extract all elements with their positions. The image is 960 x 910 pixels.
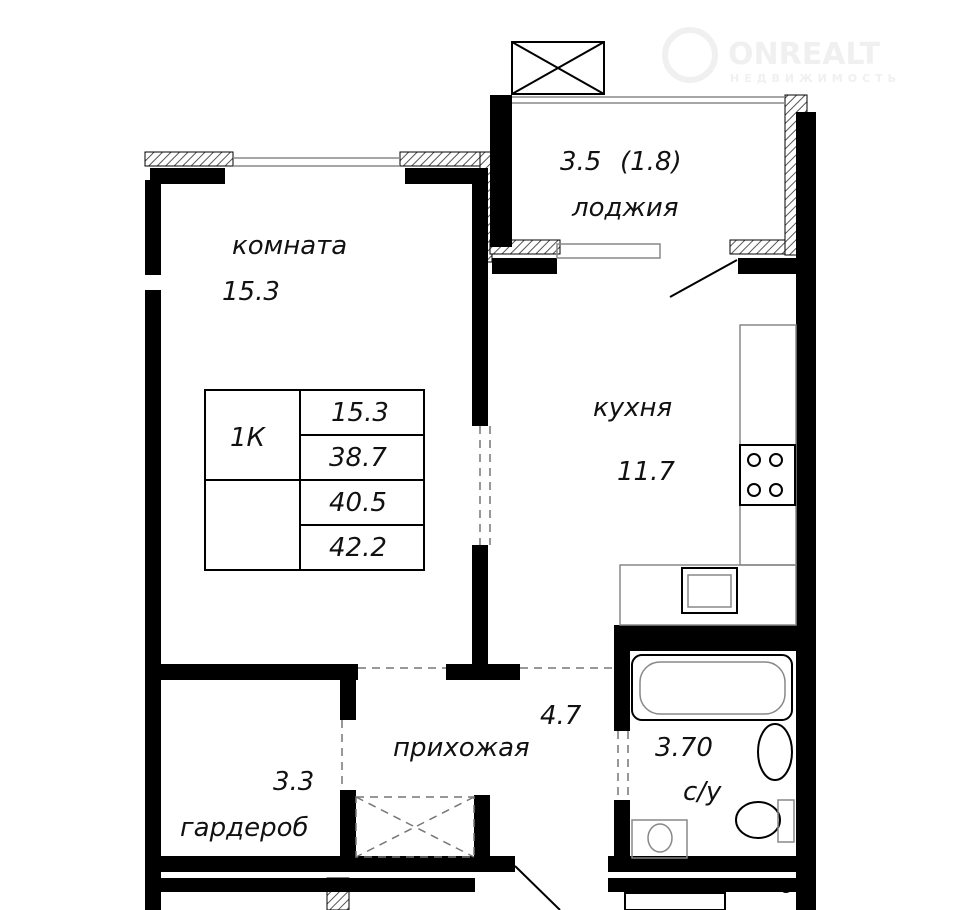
- wardrobe-name: гардероб: [180, 813, 309, 843]
- loggia-area-reduced: (1.8): [620, 147, 682, 177]
- room-name: комната: [232, 231, 347, 261]
- summary-table: 1К 15.3 38.7 40.5 42.2: [204, 389, 425, 571]
- walls: [145, 95, 816, 910]
- bathroom-area: 3.70: [655, 733, 713, 763]
- svg-text:ONREALT: ONREALT: [728, 37, 881, 72]
- hallway-area: 4.7: [540, 701, 582, 731]
- loggia-area: 3.5: [560, 147, 601, 177]
- area-with-loggia: 40.5: [329, 488, 387, 518]
- openings: [233, 157, 738, 910]
- kitchen-area: 11.7: [617, 457, 675, 487]
- ventilation-shaft: [511, 41, 605, 95]
- watermark-logo: ONREALT НЕДВИЖИМОСТЬ: [662, 27, 901, 85]
- area-full: 42.2: [329, 533, 387, 563]
- wardrobe-area: 3.3: [273, 767, 314, 797]
- living-area: 15.3: [331, 398, 389, 428]
- total-area: 38.7: [329, 443, 387, 473]
- apartment-type: 1К: [230, 423, 267, 453]
- bathroom-name: с/у: [683, 777, 722, 807]
- kitchen-name: кухня: [593, 393, 672, 423]
- bathroom-fixtures: [624, 654, 795, 910]
- svg-text:НЕДВИЖИМОСТЬ: НЕДВИЖИМОСТЬ: [730, 72, 901, 85]
- kitchen-fixtures: [619, 324, 797, 626]
- hallway-name: прихожая: [393, 733, 530, 763]
- loggia-name: лоджия: [571, 193, 678, 223]
- room-area: 15.3: [222, 277, 280, 307]
